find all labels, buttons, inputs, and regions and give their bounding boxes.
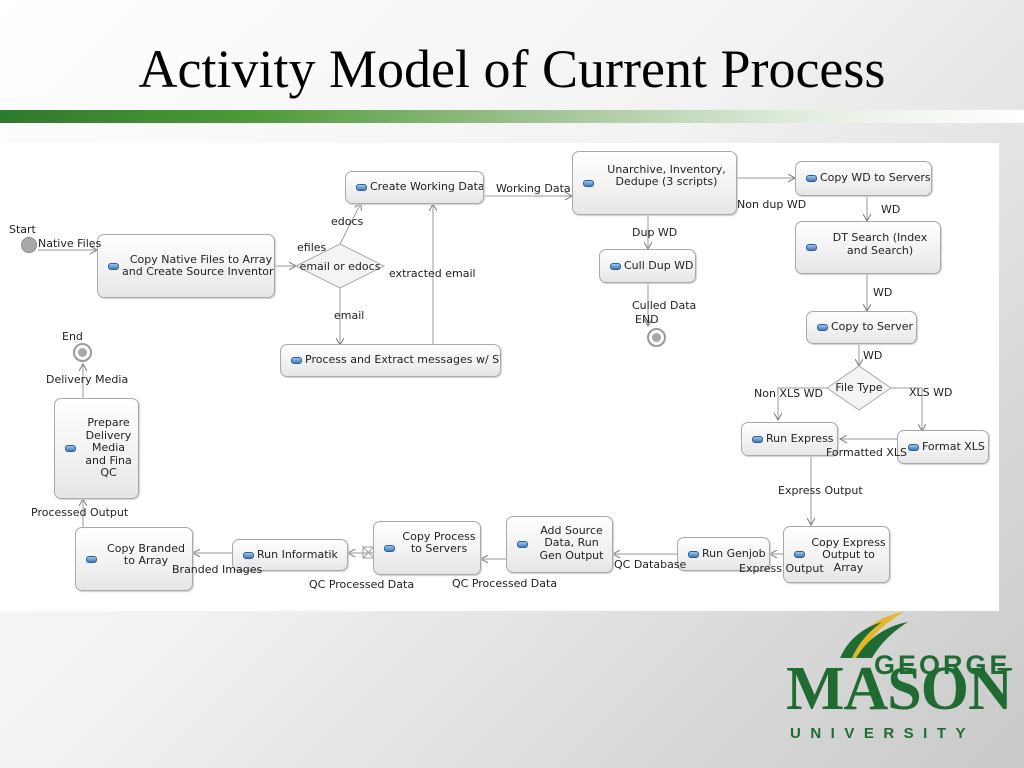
activity-copy-to-server[interactable]: Copy to Server bbox=[806, 311, 917, 344]
activity-icon bbox=[356, 184, 367, 191]
activity-icon bbox=[291, 357, 302, 364]
logo-laurel-icon bbox=[840, 612, 908, 658]
activity-icon bbox=[817, 324, 828, 331]
george-mason-logo: GEORGE MASON UNIVERSITY bbox=[786, 610, 1013, 745]
culled-end-node bbox=[647, 328, 666, 347]
activity-icon bbox=[688, 550, 699, 558]
label-express-output-2: Express Output bbox=[739, 562, 824, 575]
label-efiles: efiles bbox=[297, 241, 327, 254]
label-formatted-xls: Formatted XLS bbox=[826, 446, 907, 459]
diagram-connectors bbox=[38, 143, 999, 611]
logo-george: GEORGE bbox=[874, 650, 1011, 680]
activity-process-extract[interactable]: Process and Extract messages w/ SW bbox=[280, 344, 501, 377]
label-qc-processed-data-1: QC Processed Data bbox=[452, 577, 558, 590]
label-end: End bbox=[62, 330, 83, 343]
label-xls-wd: XLS WD bbox=[909, 386, 953, 399]
label-start: Start bbox=[9, 223, 36, 236]
label-dup-wd: Dup WD bbox=[632, 226, 678, 239]
activity-copy-process-servers[interactable]: Copy Process to Servers bbox=[373, 521, 481, 575]
activity-diagram: Copy Native Files to Array and Create So… bbox=[0, 143, 999, 611]
activity-copy-express-output[interactable]: Copy Express Output to Array bbox=[783, 526, 890, 583]
edge-filetype-runexpress bbox=[778, 387, 827, 420]
decision-email-shape bbox=[294, 243, 386, 289]
label-delivery-media: Delivery Media bbox=[46, 373, 129, 386]
activity-icon bbox=[65, 445, 76, 452]
activity-run-informatik[interactable]: Run Informatik bbox=[232, 539, 348, 571]
label-express-output-1: Express Output bbox=[778, 484, 863, 497]
decision-file-type-shape bbox=[826, 365, 892, 411]
activity-run-express[interactable]: Run Express bbox=[741, 422, 838, 456]
slide-title: Activity Model of Current Process bbox=[138, 39, 886, 99]
activity-icon bbox=[908, 443, 919, 451]
activity-cull-dup-wd[interactable]: Cull Dup WD bbox=[599, 249, 696, 283]
label-email: email bbox=[334, 309, 365, 322]
activity-icon bbox=[610, 262, 621, 270]
activity-icon bbox=[108, 262, 119, 270]
activity-icon bbox=[517, 541, 528, 548]
label-culled-data: Culled Data bbox=[632, 299, 697, 312]
activity-unarchive-dedupe[interactable]: Unarchive, Inventory, Dedupe (3 scripts) bbox=[572, 151, 737, 215]
activity-dt-search[interactable]: DT Search (Index and Search) bbox=[795, 221, 941, 274]
label-end-inner: END bbox=[635, 313, 659, 326]
label-non-xls-wd: Non XLS WD bbox=[754, 387, 823, 400]
label-working-data: Working Data bbox=[496, 182, 571, 195]
activity-copy-wd-servers[interactable]: Copy WD to Servers bbox=[795, 161, 932, 196]
activity-create-working-data[interactable]: Create Working Data bbox=[345, 171, 484, 204]
label-branded-images: Branded Images bbox=[172, 563, 263, 576]
label-qc-database: QC Database bbox=[614, 558, 687, 571]
edge-filetype-formatxls bbox=[891, 387, 922, 431]
activity-format-xls[interactable]: Format XLS bbox=[897, 430, 989, 464]
decision-file-type-label: File Type bbox=[835, 381, 883, 394]
edge-decision-create bbox=[339, 203, 361, 245]
activity-prepare-delivery[interactable]: Prepare Delivery Media and Fina QC bbox=[54, 398, 139, 499]
activity-icon bbox=[794, 551, 805, 558]
activity-icon bbox=[806, 244, 817, 251]
logo-university: UNIVERSITY bbox=[790, 725, 976, 742]
activity-run-genjob[interactable]: Run Genjob bbox=[677, 537, 770, 571]
activity-copy-branded[interactable]: Copy Branded to Array bbox=[75, 527, 193, 591]
activity-add-source-data[interactable]: Add Source Data, Run Gen Output bbox=[506, 516, 613, 573]
activity-icon bbox=[86, 555, 97, 563]
final-end-node bbox=[73, 343, 92, 362]
activity-icon bbox=[384, 544, 395, 552]
activity-icon bbox=[752, 435, 763, 443]
label-wd-2: WD bbox=[873, 286, 893, 299]
activity-copy-native-files[interactable]: Copy Native Files to Array and Create So… bbox=[97, 234, 275, 298]
label-non-dup-wd: Non dup WD bbox=[737, 198, 807, 211]
start-node bbox=[21, 237, 37, 253]
label-processed-output: Processed Output bbox=[31, 506, 129, 519]
label-native-files: Native Files bbox=[38, 237, 102, 250]
label-wd-3: WD bbox=[863, 349, 883, 362]
activity-icon bbox=[806, 175, 817, 182]
label-wd-1: WD bbox=[881, 203, 901, 216]
label-edocs: edocs bbox=[331, 215, 364, 228]
activity-icon bbox=[583, 179, 594, 187]
logo-mason: MASON bbox=[786, 655, 1013, 723]
label-qc-processed-data-2: QC Processed Data bbox=[309, 578, 415, 591]
decision-email-label: email or edocs bbox=[299, 260, 381, 273]
title-divider-bar bbox=[0, 110, 1024, 123]
activity-icon bbox=[243, 551, 254, 559]
label-extracted-email: extracted email bbox=[389, 267, 476, 280]
